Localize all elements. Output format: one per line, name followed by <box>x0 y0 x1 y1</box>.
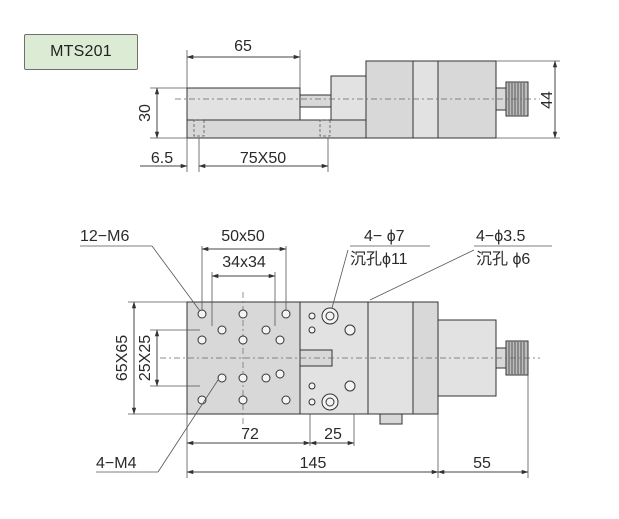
side-motor-body <box>437 60 497 139</box>
top-connector <box>379 413 403 425</box>
side-end-block <box>330 75 368 121</box>
side-motor-flange <box>365 60 414 139</box>
dim-72-label: 72 <box>241 426 259 443</box>
side-view: 65 30 44 6.5 75X50 <box>137 38 560 172</box>
model-label: MTS201 <box>24 34 138 70</box>
dim-25x25-label: 25X25 <box>137 335 154 381</box>
side-moving-table <box>186 87 301 121</box>
dim-50x50-label: 50x50 <box>221 228 265 245</box>
dim-75x50-label: 75X50 <box>240 150 286 167</box>
dim-65x65-label: 65X65 <box>114 335 131 381</box>
dim-25-label: 25 <box>324 426 342 443</box>
top-view: 12−M6 50x50 34x34 4− ϕ7 沉孔ϕ11 4−ϕ3.5 沉孔 … <box>80 228 552 478</box>
dim-6-5-label: 6.5 <box>151 150 173 167</box>
dim-30-label: 30 <box>137 104 154 122</box>
callout-4-phi3-5: 4−ϕ3.5 <box>476 228 526 245</box>
callout-12-m6: 12−M6 <box>80 228 129 245</box>
dim-44-label: 44 <box>539 91 556 109</box>
m6-hole-grid <box>197 309 291 405</box>
callout-4-phi7: 4− ϕ7 <box>364 228 405 245</box>
callout-counterbore-11: 沉孔ϕ11 <box>350 250 408 268</box>
dim-55-label: 55 <box>473 455 491 472</box>
callout-4-m4: 4−M4 <box>96 455 137 472</box>
callout-counterbore-6: 沉孔 ϕ6 <box>476 250 530 268</box>
side-motor-ring <box>412 60 439 139</box>
dim-34x34-label: 34x34 <box>222 254 266 271</box>
side-lead-screw <box>299 94 333 108</box>
counterbore-holes <box>308 307 356 411</box>
dim-65-label: 65 <box>234 38 252 55</box>
dim-145-label: 145 <box>300 455 327 472</box>
